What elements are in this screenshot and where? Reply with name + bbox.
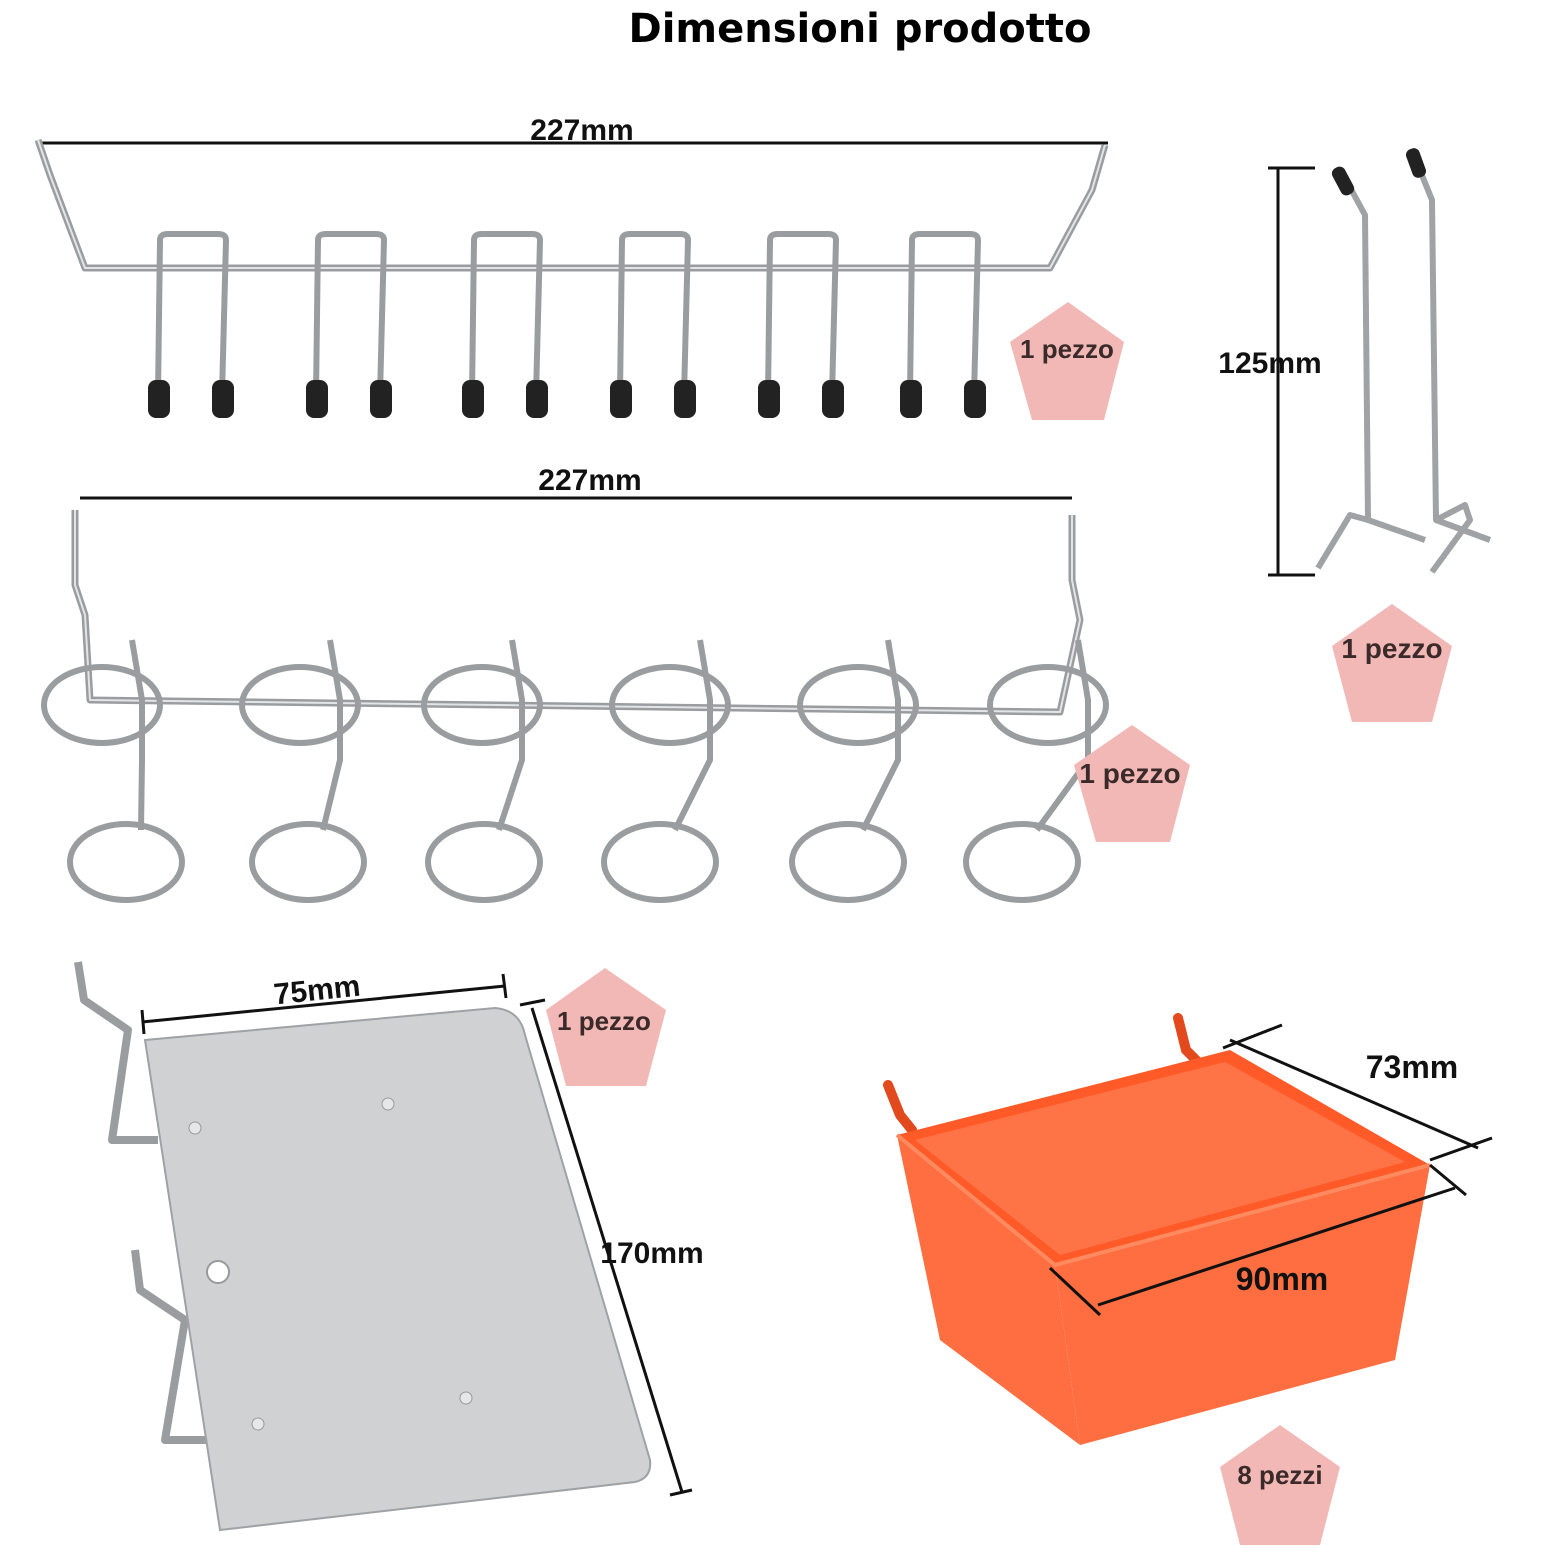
rubber-tip-icon: [370, 380, 392, 418]
ring-stem: [496, 639, 525, 831]
pentagon-badge-icon: [546, 968, 666, 1086]
rubber-tip-icon: [674, 380, 696, 418]
ring-holder: [421, 639, 543, 903]
ring-stem: [1034, 639, 1091, 832]
single-hook: 125mm: [1218, 148, 1492, 577]
double-hook: [306, 231, 392, 418]
ring-stem: [860, 639, 901, 832]
double-hook: [610, 231, 696, 418]
bottom-ring: [67, 821, 185, 903]
pentagon-badge-icon: [1074, 725, 1190, 842]
ring-holder: [239, 639, 367, 903]
hook-wire: [155, 231, 229, 396]
ring-holder-rack: 227mm: [41, 464, 1109, 903]
double-hook: [148, 231, 234, 418]
dimension-label: 227mm: [530, 114, 633, 147]
page-title: Dimensioni prodotto: [629, 6, 1092, 52]
dimension-label-width: 75mm: [272, 970, 362, 1012]
top-ring: [421, 664, 543, 746]
rubber-tip-icon: [758, 380, 780, 418]
shelf-hook: [74, 961, 158, 1144]
pentagon-badge-icon: [1220, 1425, 1340, 1545]
top-ring: [987, 664, 1109, 746]
ring-holder: [601, 639, 731, 903]
quantity-label: 1 pezzo: [1079, 758, 1180, 789]
bin-side: [897, 1135, 1080, 1445]
top-ring: [41, 664, 163, 746]
ring-stem: [320, 639, 343, 831]
rubber-tip-icon: [610, 380, 632, 418]
shelf-plate: [143, 1006, 652, 1532]
dimension-line: [1229, 1038, 1479, 1150]
storage-bin: 73mm 90mm: [883, 1013, 1493, 1445]
quantity-label: 1 pezzo: [1020, 334, 1114, 364]
metal-shelf: 75mm 170mm: [74, 961, 704, 1532]
quantity-label: 1 pezzo: [557, 1006, 651, 1036]
hook-wire: [765, 231, 839, 396]
shelf-hook: [131, 1249, 215, 1444]
rack-bar: [71, 510, 1084, 716]
ring-stem: [672, 639, 713, 832]
rubber-tip-icon: [212, 380, 234, 418]
hook-arm: [1315, 176, 1371, 570]
hook-arm: [1412, 156, 1473, 574]
dimension-label-width: 90mm: [1236, 1261, 1329, 1297]
quantity-label: 1 pezzo: [1341, 633, 1442, 664]
rubber-tip-icon: [1331, 166, 1355, 196]
ring-stem: [129, 639, 145, 831]
bottom-ring: [425, 821, 543, 903]
rack-bar: [34, 138, 1109, 272]
top-ring: [239, 664, 361, 746]
bottom-ring: [601, 821, 719, 903]
rubber-tip-icon: [148, 380, 170, 418]
hook-wire: [469, 231, 543, 396]
pentagon-badge-icon: [1332, 604, 1452, 722]
ring-holders: [41, 639, 1109, 903]
ring-holder: [41, 639, 185, 903]
dimension-line: [141, 984, 506, 1024]
dimension-line: [530, 1007, 684, 1493]
quantity-badge: 1 pezzo: [1074, 725, 1190, 842]
rubber-tip-icon: [900, 380, 922, 418]
rubber-tip-icon: [526, 380, 548, 418]
dimension-label: 227mm: [538, 464, 641, 497]
rubber-tip-icon: [306, 380, 328, 418]
bottom-ring: [963, 821, 1081, 903]
double-hook: [900, 231, 986, 418]
hook-wire: [313, 231, 387, 396]
bin-peg: [883, 1080, 917, 1135]
quantity-label: 8 pezzi: [1237, 1460, 1322, 1490]
hook-wire: [617, 231, 691, 396]
hook-wire: [907, 231, 981, 396]
dimension-label: 125mm: [1218, 347, 1321, 380]
top-ring: [797, 664, 919, 746]
rubber-tip-icon: [822, 380, 844, 418]
rubber-tip-icon: [964, 380, 986, 418]
double-hook: [462, 231, 548, 418]
dimension-label-depth: 73mm: [1366, 1049, 1459, 1085]
quantity-badge: 1 pezzo: [1332, 604, 1452, 722]
quantity-badge: 1 pezzo: [546, 968, 666, 1086]
hooks: [148, 231, 986, 418]
mount-hole: [206, 1260, 230, 1284]
ring-holder: [963, 639, 1109, 903]
rubber-tip-icon: [462, 380, 484, 418]
bin-peg: [1173, 1013, 1203, 1067]
quantity-badge: 8 pezzi: [1220, 1425, 1340, 1545]
bin-front: [1055, 1165, 1430, 1445]
double-hook-rack: 227mm: [34, 114, 1109, 418]
dimension-line: [1097, 1186, 1456, 1307]
bottom-ring: [249, 821, 367, 903]
double-hook: [758, 231, 844, 418]
pentagon-badge-icon: [1010, 302, 1124, 420]
top-ring: [609, 664, 731, 746]
ring-holder: [789, 639, 919, 903]
quantity-badge: 1 pezzo: [1010, 302, 1124, 420]
rubber-tip-icon: [1405, 148, 1427, 178]
dimension-label-length: 170mm: [600, 1237, 703, 1270]
bottom-ring: [789, 821, 907, 903]
